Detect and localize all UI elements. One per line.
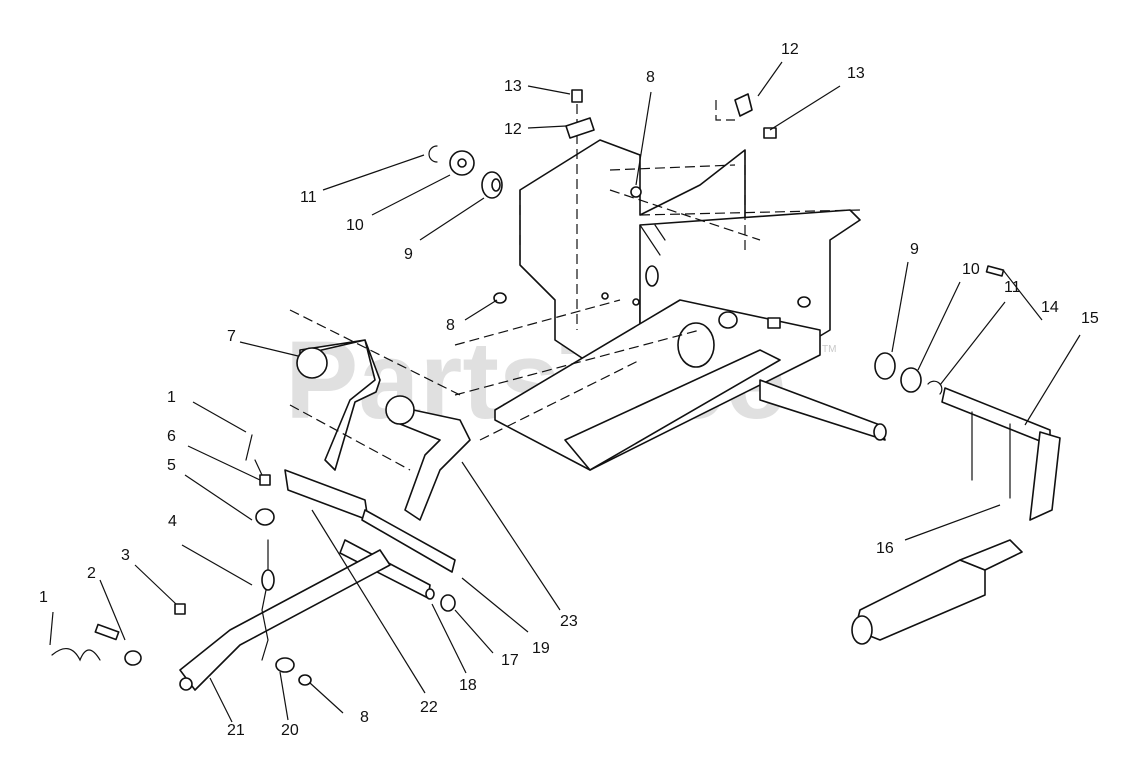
frame-hole (632, 298, 640, 306)
frame-hole (645, 265, 659, 287)
part-16-cylinder (854, 559, 986, 641)
callout-2: 2 (87, 565, 96, 582)
callout-15: 15 (1081, 310, 1099, 327)
callout-1-lower: 1 (39, 589, 48, 606)
callout-18: 18 (459, 677, 477, 694)
part-8-nut-top (630, 186, 642, 198)
part-14-key (985, 265, 1005, 277)
part-1-clip-lower (51, 648, 101, 662)
callout-10-left: 10 (346, 217, 364, 234)
frame-slot (767, 317, 781, 329)
part-8-nut-mid (493, 292, 507, 304)
callout-7: 7 (227, 328, 236, 345)
main-frame (454, 139, 887, 471)
part-1-clip-upper (245, 434, 263, 476)
part-9-bushing-hole (491, 178, 501, 192)
part-2-pin (94, 623, 120, 641)
frame-cross-shaft (759, 379, 886, 441)
callout-17: 17 (501, 652, 519, 669)
callout-11-right: 11 (1004, 279, 1021, 296)
leader-lines (49, 61, 1081, 723)
part-17-nut (440, 594, 456, 612)
callout-3: 3 (121, 547, 130, 564)
callout-14: 14 (1041, 299, 1059, 316)
part-4-chain-link (261, 569, 275, 591)
part-18-pin (425, 588, 435, 600)
callout-13-left: 13 (504, 78, 522, 95)
callout-21: 21 (227, 722, 245, 739)
callouts: 1 1 2 3 4 5 6 7 8 8 8 9 9 10 10 11 11 12… (39, 41, 1099, 739)
callout-10-right: 10 (962, 261, 980, 278)
part-23-hub (385, 395, 415, 425)
callout-1-upper: 1 (167, 389, 176, 406)
part-2-washer (124, 650, 142, 666)
callout-13-right: 13 (847, 65, 865, 82)
part-4-chain (261, 539, 269, 661)
callout-9-left: 9 (404, 246, 413, 263)
part-21-lever (179, 549, 391, 691)
callout-20: 20 (281, 722, 299, 739)
callout-5: 5 (167, 457, 176, 474)
right-assembly (851, 265, 1061, 645)
part-12-clamp-right (734, 93, 753, 117)
part-12-clamp (565, 117, 595, 139)
callout-12-right: 12 (781, 41, 799, 58)
callout-8-mid: 8 (446, 317, 455, 334)
assembly-guides (454, 299, 701, 441)
frame-lower-flange (564, 349, 781, 471)
assembly-guides (519, 150, 861, 265)
callout-6: 6 (167, 428, 176, 445)
clamp-guide (715, 100, 735, 121)
arm-guides (289, 309, 461, 471)
part-19-rod (361, 509, 456, 573)
callout-22: 22 (420, 699, 438, 716)
part-3-bolt (174, 603, 186, 615)
part-11-clip-right (927, 380, 943, 395)
part-23-lift-arm (389, 404, 471, 521)
part-9-bushing-right (874, 352, 896, 380)
part-15-shaft (941, 387, 1051, 446)
callout-4: 4 (168, 513, 177, 530)
part-10-washer-right (900, 367, 922, 393)
left-linkage (51, 309, 471, 691)
callout-8-top: 8 (646, 69, 655, 86)
callout-9-right: 9 (910, 241, 919, 258)
callout-16: 16 (876, 540, 894, 557)
frame-hole (797, 296, 811, 308)
part-6-nut (259, 474, 271, 486)
part-8-nut-bottom (298, 674, 312, 686)
shaft-lugs (971, 411, 1011, 499)
part-13-bolt-right (763, 127, 777, 139)
part-16-rod (959, 539, 1023, 571)
part-16-cylinder-end (851, 615, 873, 645)
part-20-washer (275, 657, 295, 673)
top-hardware (428, 89, 777, 330)
callout-23: 23 (560, 613, 578, 630)
frame-lower-channel (494, 299, 821, 471)
part-5-pivot (255, 508, 275, 526)
part-21-lever-hole (179, 677, 193, 691)
watermark-trademark: TM (822, 344, 836, 355)
frame-hole (601, 292, 609, 300)
part-13-bolt (571, 89, 583, 103)
part-15-arm (1029, 431, 1061, 521)
callout-11-left: 11 (300, 189, 317, 206)
part-10-washer-hole (457, 158, 467, 168)
frame-hole (718, 311, 738, 329)
callout-19: 19 (532, 640, 550, 657)
frame-cross-shaft-end (873, 423, 887, 441)
part-7-hub (296, 347, 328, 379)
callout-8-bottom: 8 (360, 709, 369, 726)
frame-tab (639, 224, 666, 256)
part-22-shaft (284, 469, 369, 521)
callout-12-left: 12 (504, 121, 522, 138)
part-11-clip (428, 145, 438, 163)
frame-large-hole (677, 322, 715, 368)
